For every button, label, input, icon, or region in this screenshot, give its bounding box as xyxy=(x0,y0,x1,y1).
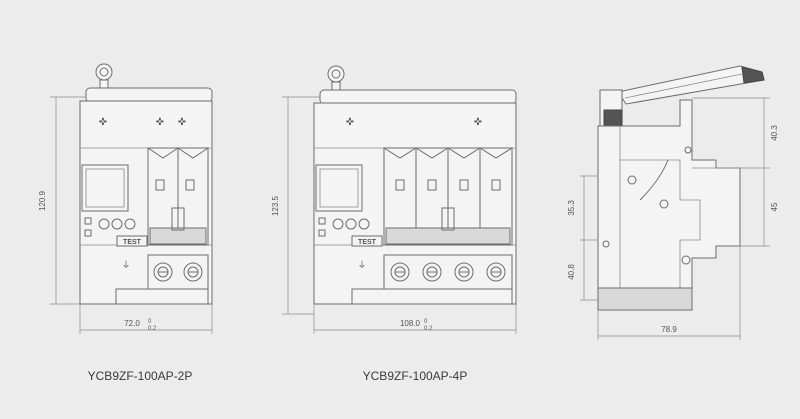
dimension-right: 45 xyxy=(770,202,779,211)
hanging-ring-icon xyxy=(95,63,113,81)
rivet-icon xyxy=(659,199,669,209)
test-label: TEST xyxy=(358,239,377,246)
height-dimension-4p: 123.5 xyxy=(271,195,280,216)
screw-cross-icon: ✜ xyxy=(346,117,354,128)
rivet-icon xyxy=(602,240,610,248)
rivet-icon xyxy=(627,175,637,185)
screw-cross-icon: ✜ xyxy=(178,117,186,128)
width-dimension-2p: 72.0 xyxy=(124,319,140,328)
button-icon xyxy=(98,218,110,230)
rivet-icon xyxy=(684,146,692,154)
screw-cross-icon: ✜ xyxy=(474,117,482,128)
caption-4p: YCB9ZF-100AP-4P xyxy=(363,369,468,383)
width-tolerance-lower: 0.2 xyxy=(148,326,157,332)
button-icon xyxy=(111,218,123,230)
front-view-4p: ✜ ✜ TEST ⏚ xyxy=(271,65,517,383)
test-button xyxy=(116,235,148,247)
dimension-left-mid: 35.3 xyxy=(567,200,576,216)
wiring-symbol-icon: ⏚ xyxy=(357,260,366,270)
width-tolerance-lower: 0.2 xyxy=(424,326,433,332)
side-body xyxy=(597,99,741,301)
caption-2p: YCB9ZF-100AP-2P xyxy=(88,369,193,383)
side-view: 78.9 40.3 45 35.3 40.8 xyxy=(567,65,779,340)
screw-cross-icon: ✜ xyxy=(156,117,164,128)
toggle-handle xyxy=(385,227,511,245)
width-tolerance-upper: 0 xyxy=(424,319,428,325)
button-icon xyxy=(345,218,357,230)
button-icon xyxy=(358,218,370,230)
display-window xyxy=(315,164,363,212)
top-cap xyxy=(85,87,213,103)
hanging-ring-icon xyxy=(327,65,345,83)
screw-cross-icon: ✜ xyxy=(99,117,107,128)
display-window xyxy=(81,164,129,212)
dimension-left-low: 40.8 xyxy=(567,264,576,280)
width-dimension-4p: 108.0 xyxy=(400,319,421,328)
rivet-icon xyxy=(681,255,691,265)
button-icon xyxy=(332,218,344,230)
dimension-top-right: 40.3 xyxy=(770,125,779,141)
wiring-symbol-icon: ⏚ xyxy=(121,260,130,270)
width-tolerance-upper: 0 xyxy=(148,319,152,325)
depth-dimension: 78.9 xyxy=(661,325,677,334)
button-icon xyxy=(124,218,136,230)
top-cap xyxy=(319,89,517,105)
test-label: TEST xyxy=(123,239,142,246)
height-dimension-2p: 120.9 xyxy=(38,190,47,211)
toggle-handle xyxy=(149,227,207,245)
test-button xyxy=(351,235,383,247)
front-view-2p: ✜ ✜ ✜ TEST ⏚ xyxy=(38,63,213,383)
